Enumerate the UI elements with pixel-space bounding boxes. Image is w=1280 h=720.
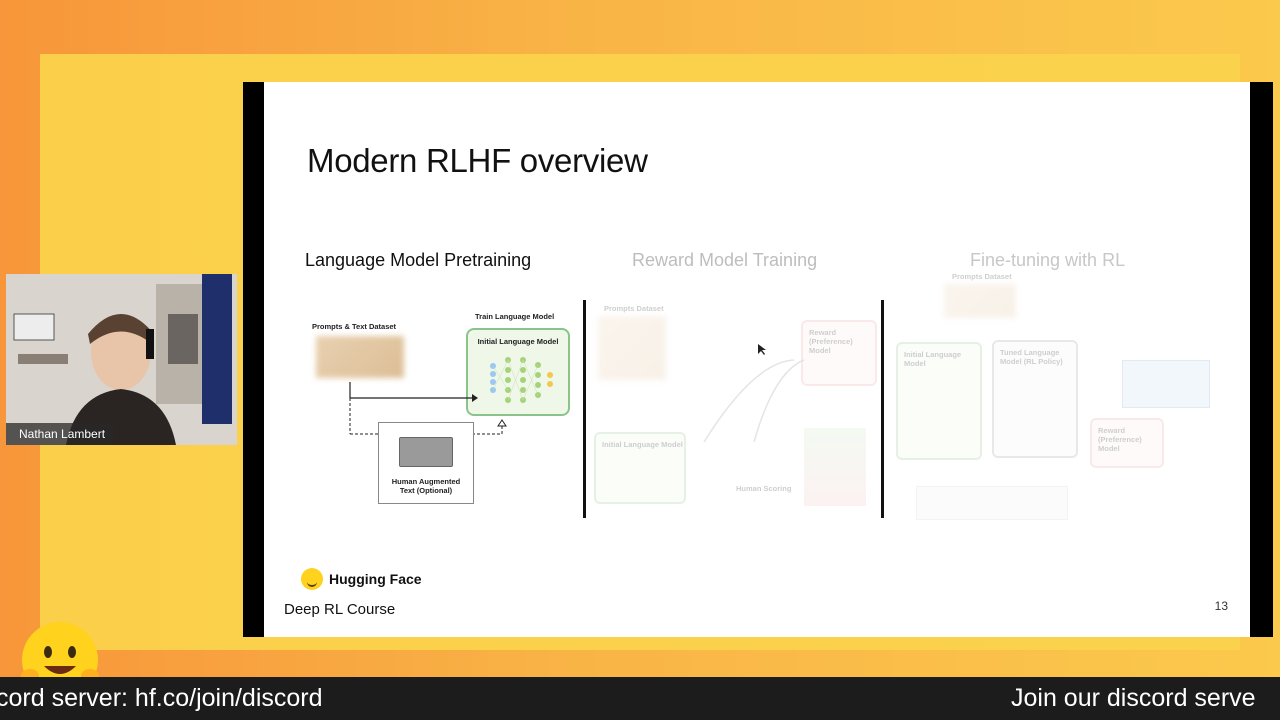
reward-rm-label: Reward (Preference) Model	[809, 328, 853, 355]
reward-dataset-label: Prompts Dataset	[604, 304, 664, 313]
ticker-text-left: cord server: hf.co/join/discord	[0, 684, 323, 712]
keyboard-icon	[399, 437, 453, 467]
slide: Modern RLHF overview Language Model Pret…	[264, 82, 1250, 637]
hugging-face-logo-icon	[301, 568, 323, 590]
reward-dataset-image	[598, 316, 666, 380]
discord-ticker: cord server: hf.co/join/discord Join our…	[0, 677, 1280, 720]
brand-row: Hugging Face	[301, 568, 422, 590]
slide-page-number: 13	[1214, 599, 1228, 613]
finetune-rm-label: Reward (Preference) Model	[1098, 426, 1142, 453]
finetune-initial-lm-label: Initial Language Model	[904, 350, 962, 368]
brand-name: Hugging Face	[329, 571, 422, 587]
finetune-kl-box	[916, 486, 1068, 520]
finetune-rm-box: Reward (Preference) Model	[1090, 418, 1164, 468]
finetune-update-box	[1122, 360, 1210, 408]
webcam-scene	[6, 274, 237, 445]
course-name: Deep RL Course	[284, 601, 396, 618]
reward-rm-box: Reward (Preference) Model	[801, 320, 877, 386]
participant-name: Nathan Lambert	[6, 423, 114, 445]
neural-net-icon	[490, 357, 553, 403]
slide-title: Modern RLHF overview	[307, 142, 648, 179]
stage-reward: Reward Model Training	[632, 250, 818, 270]
reward-arrows	[703, 359, 805, 443]
webcam-feed: Nathan Lambert	[6, 274, 237, 445]
ticker-text-right: Join our discord serve	[1011, 684, 1256, 712]
human-label-line2: Text (Optional)	[399, 486, 453, 495]
finetune-dataset-label: Prompts Dataset	[952, 272, 1012, 281]
reward-initial-lm-label: Initial Language Model	[602, 440, 683, 449]
pretraining-arrows	[349, 382, 507, 435]
divider-1	[583, 300, 586, 518]
human-augmented-box: Human Augmented Text (Optional)	[378, 422, 474, 504]
dataset-label: Prompts & Text Dataset	[312, 322, 397, 331]
mouse-cursor-icon	[758, 343, 768, 361]
reward-initial-lm: Initial Language Model	[594, 432, 686, 504]
reward-ranking-grid	[804, 428, 866, 506]
finetune-initial-lm: Initial Language Model	[896, 342, 982, 460]
stage-finetune: Fine-tuning with RL	[970, 250, 1126, 270]
stage-pretraining: Language Model Pretraining	[305, 250, 532, 270]
initial-lm-label: Initial Language Model	[477, 337, 559, 346]
reward-scoring-label: Human Scoring	[736, 484, 792, 493]
finetune-tuned-lm: Tuned Language Model (RL Policy)	[992, 340, 1078, 458]
human-augmented-label: Human Augmented Text (Optional)	[379, 477, 473, 495]
train-label: Train Language Model	[475, 312, 555, 321]
finetune-dataset-image	[944, 284, 1016, 318]
slide-frame: Modern RLHF overview Language Model Pret…	[243, 82, 1273, 637]
divider-2	[881, 300, 884, 518]
initial-lm-box: Initial Language Model	[466, 328, 570, 416]
dataset-image	[316, 336, 404, 378]
human-label-line1: Human Augmented	[391, 477, 461, 486]
finetune-tuned-lm-label: Tuned Language Model (RL Policy)	[1000, 348, 1063, 366]
